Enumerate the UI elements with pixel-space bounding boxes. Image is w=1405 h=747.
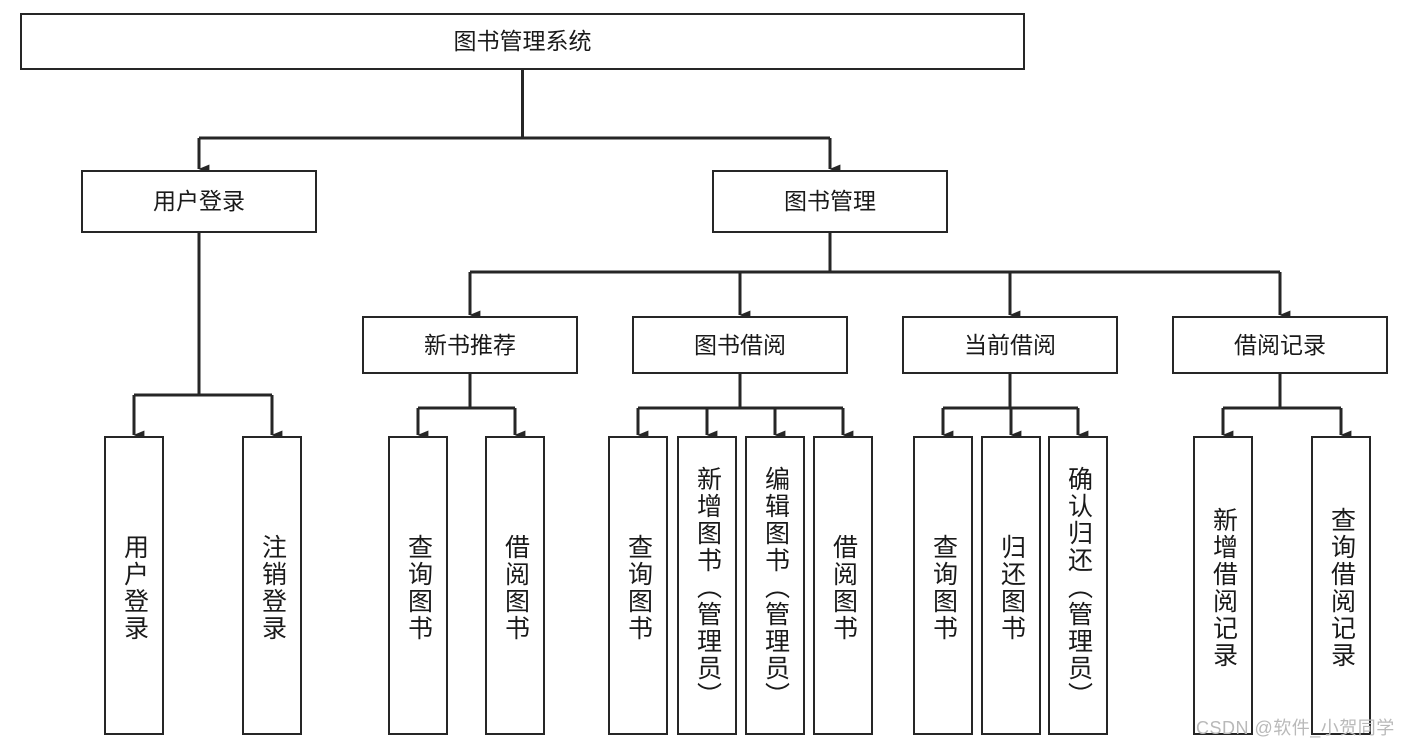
node-book-manage[interactable]: 图书管理 [712,170,948,233]
node-label-current-borrow: 当前借阅 [964,331,1056,358]
node-label-leaf-borrow-book-recommend: 借阅图书 [501,533,530,642]
node-leaf-return-book[interactable]: 归还图书 [981,436,1041,735]
node-label-root: 图书管理系统 [453,28,592,55]
node-user-login[interactable]: 用户登录 [81,170,317,233]
node-label-leaf-query-book-borrow: 查询图书 [624,533,653,642]
node-leaf-query-book-recommend[interactable]: 查询图书 [388,436,448,735]
node-label-user-login: 用户登录 [153,188,245,215]
node-label-new-book-recommend: 新书推荐 [424,331,516,358]
node-label-book-manage: 图书管理 [784,188,876,215]
csdn-watermark: CSDN @软件_小贺同学 [1196,718,1395,738]
node-label-leaf-query-book-current: 查询图书 [929,533,958,642]
node-label-leaf-return-book: 归还图书 [997,533,1026,642]
node-label-leaf-logout-login: 注销登录 [258,533,287,642]
node-leaf-add-borrow-record[interactable]: 新增借阅记录 [1193,436,1253,735]
node-leaf-logout-login[interactable]: 注销登录 [242,436,302,735]
node-leaf-confirm-return-admin[interactable]: 确认归还（管理员） [1048,436,1108,735]
node-label-book-borrow: 图书借阅 [694,331,786,358]
node-leaf-borrow-book-recommend[interactable]: 借阅图书 [485,436,545,735]
node-leaf-query-book-borrow[interactable]: 查询图书 [608,436,668,735]
node-borrow-record[interactable]: 借阅记录 [1172,316,1388,374]
node-label-leaf-borrow-book: 借阅图书 [829,533,858,642]
node-new-book-recommend[interactable]: 新书推荐 [362,316,578,374]
node-label-leaf-user-login: 用户登录 [120,533,149,642]
node-leaf-query-book-current[interactable]: 查询图书 [913,436,973,735]
node-leaf-query-borrow-record[interactable]: 查询借阅记录 [1311,436,1371,735]
node-book-borrow[interactable]: 图书借阅 [632,316,848,374]
node-label-leaf-edit-book-admin: 编辑图书（管理员） [761,466,790,709]
node-label-borrow-record: 借阅记录 [1234,331,1326,358]
node-label-leaf-query-book-recommend: 查询图书 [404,533,433,642]
node-leaf-user-login[interactable]: 用户登录 [104,436,164,735]
node-leaf-edit-book-admin[interactable]: 编辑图书（管理员） [745,436,805,735]
node-label-leaf-add-book-admin: 新增图书（管理员） [693,466,722,709]
node-label-leaf-query-borrow-record: 查询借阅记录 [1327,506,1356,669]
node-root[interactable]: 图书管理系统 [20,13,1025,70]
node-label-leaf-confirm-return-admin: 确认归还（管理员） [1064,466,1093,709]
node-label-leaf-add-borrow-record: 新增借阅记录 [1209,506,1238,669]
node-leaf-add-book-admin[interactable]: 新增图书（管理员） [677,436,737,735]
node-leaf-borrow-book[interactable]: 借阅图书 [813,436,873,735]
node-current-borrow[interactable]: 当前借阅 [902,316,1118,374]
